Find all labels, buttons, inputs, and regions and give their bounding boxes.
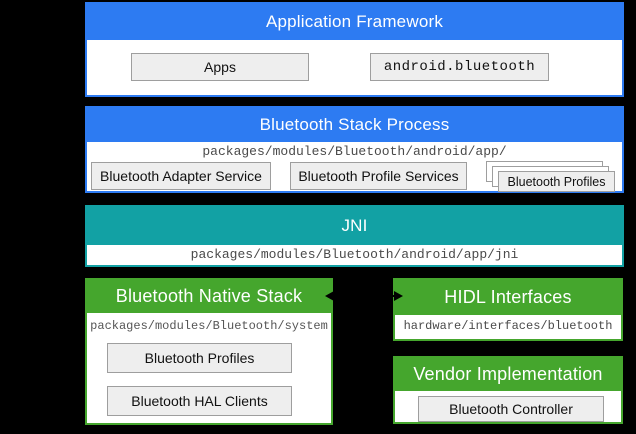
section-application-framework: Application Framework Apps android.bluet… <box>85 2 624 97</box>
bluetooth-native-stack-body: packages/modules/Bluetooth/system Blueto… <box>87 313 331 423</box>
bluetooth-native-stack-header: Bluetooth Native Stack <box>87 280 331 313</box>
bluetooth-stack-process-header: Bluetooth Stack Process <box>87 108 622 142</box>
section-bluetooth-stack-process: Bluetooth Stack Process packages/modules… <box>85 106 624 193</box>
bluetooth-profiles-stack-box: Bluetooth Profiles <box>498 171 615 192</box>
apps-box: Apps <box>131 53 309 81</box>
section-bluetooth-native-stack: Bluetooth Native Stack packages/modules/… <box>85 278 333 425</box>
hidl-interfaces-body: hardware/interfaces/bluetooth <box>395 315 621 339</box>
vendor-implementation-body: Bluetooth Controller <box>395 391 621 422</box>
stack-process-path: packages/modules/Bluetooth/android/app/ <box>202 144 507 159</box>
jni-body: packages/modules/Bluetooth/android/app/j… <box>87 245 622 265</box>
vendor-implementation-header: Vendor Implementation <box>395 358 621 391</box>
bluetooth-stack-process-body: packages/modules/Bluetooth/android/app/ … <box>87 142 622 192</box>
hidl-interfaces-header: HIDL Interfaces <box>395 280 621 315</box>
bluetooth-profile-services-box: Bluetooth Profile Services <box>290 162 467 190</box>
native-stack-path: packages/modules/Bluetooth/system <box>90 319 328 333</box>
arrowhead-right-icon <box>394 291 403 301</box>
jni-path: packages/modules/Bluetooth/android/app/j… <box>190 247 519 262</box>
application-framework-body: Apps android.bluetooth <box>87 40 622 95</box>
application-framework-header: Application Framework <box>87 4 622 40</box>
native-hidl-connector-line <box>329 295 399 297</box>
bluetooth-adapter-service-box: Bluetooth Adapter Service <box>91 162 271 190</box>
android-bluetooth-api-box: android.bluetooth <box>370 53 549 81</box>
bluetooth-controller-box: Bluetooth Controller <box>418 396 604 422</box>
arrowhead-left-icon <box>325 291 334 301</box>
section-hidl-interfaces: HIDL Interfaces hardware/interfaces/blue… <box>393 278 623 341</box>
hidl-path: hardware/interfaces/bluetooth <box>403 319 613 333</box>
native-bluetooth-profiles-box: Bluetooth Profiles <box>107 343 292 373</box>
section-vendor-implementation: Vendor Implementation Bluetooth Controll… <box>393 356 623 424</box>
jni-header: JNI <box>87 207 622 245</box>
bluetooth-hal-clients-box: Bluetooth HAL Clients <box>107 386 292 416</box>
section-jni: JNI packages/modules/Bluetooth/android/a… <box>85 205 624 267</box>
